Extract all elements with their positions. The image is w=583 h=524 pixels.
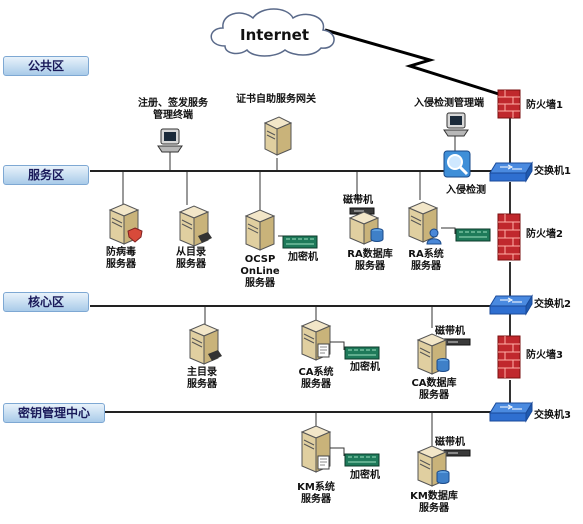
ocsp-label: OCSP OnLine 服务器 <box>240 254 280 289</box>
zone-service: 服务区 <box>3 165 89 185</box>
crypto-card-icon <box>282 235 318 249</box>
km-crypto-link <box>330 447 345 456</box>
firewall-icon <box>497 89 521 119</box>
server-icon <box>244 209 276 251</box>
service-bus <box>90 170 495 172</box>
switch-icon <box>489 401 533 423</box>
switch1-label: 交换机1 <box>534 166 571 177</box>
switch2-label: 交换机2 <box>534 299 571 310</box>
ca-tape-label: 磁带机 <box>435 326 465 337</box>
internet-label: Internet <box>240 26 310 44</box>
firewall2-label: 防火墙2 <box>526 229 563 240</box>
ra-crypto-link <box>441 227 456 234</box>
server-icon <box>263 116 293 156</box>
keyboard-icon <box>198 232 212 243</box>
ra-db-label: RA数据库 服务器 <box>347 249 393 272</box>
antivirus-label: 防病毒 服务器 <box>106 247 136 270</box>
switch-icon <box>489 294 533 316</box>
crypto-card-icon <box>344 346 380 360</box>
km-db-label: KM数据库 服务器 <box>410 491 458 514</box>
terminal-icon <box>157 128 183 153</box>
ids-icon <box>443 150 471 178</box>
ca-crypto-label: 加密机 <box>350 362 380 373</box>
database-icon <box>436 358 450 372</box>
zone-public: 公共区 <box>3 56 89 76</box>
km-crypto-label: 加密机 <box>350 470 380 481</box>
core-bus <box>90 305 495 307</box>
document-icon <box>317 455 330 470</box>
ids-console-label: 入侵检测管理端 <box>414 98 484 109</box>
database-icon <box>370 228 384 242</box>
switch-icon <box>489 161 533 183</box>
slave-dir-label: 从目录 服务器 <box>176 247 206 270</box>
switch3-label: 交换机3 <box>534 410 571 421</box>
server-icon <box>416 445 448 487</box>
keyboard-icon <box>208 350 222 361</box>
ca-db-label: CA数据库 服务器 <box>411 378 457 401</box>
shield-icon <box>127 227 143 243</box>
km-sys-label: KM系统 服务器 <box>297 482 335 505</box>
ra-tape-label: 磁带机 <box>343 195 373 206</box>
master-dir-label: 主目录 服务器 <box>187 367 217 390</box>
terminal-icon <box>443 112 469 137</box>
database-icon <box>436 470 450 484</box>
document-icon <box>317 343 330 358</box>
internet-link <box>324 28 506 98</box>
crypto-card-icon <box>344 453 380 467</box>
server-icon <box>407 201 439 243</box>
zone-core: 核心区 <box>3 292 89 312</box>
crypto-card-icon <box>455 228 491 242</box>
server-icon <box>300 319 332 361</box>
cloud-icon <box>210 8 335 57</box>
ids-label: 入侵检测 <box>446 185 486 196</box>
ca-crypto-link <box>330 341 345 350</box>
ocsp-crypto-label: 加密机 <box>288 252 318 263</box>
km-tape-label: 磁带机 <box>435 437 465 448</box>
firewall1-label: 防火墙1 <box>526 100 563 111</box>
firewall-icon <box>497 335 521 379</box>
terminal-label: 注册、签发服务 管理终端 <box>138 98 208 121</box>
kmc-bus <box>105 411 495 413</box>
gateway-label: 证书自助服务网关 <box>236 94 316 105</box>
ra-sys-label: RA系统 服务器 <box>408 249 444 272</box>
user-icon <box>426 228 442 245</box>
zone-kmc: 密钥管理中心 <box>3 403 105 423</box>
ca-sys-label: CA系统 服务器 <box>298 367 334 390</box>
firewall3-label: 防火墙3 <box>526 350 563 361</box>
firewall-icon <box>497 213 521 261</box>
